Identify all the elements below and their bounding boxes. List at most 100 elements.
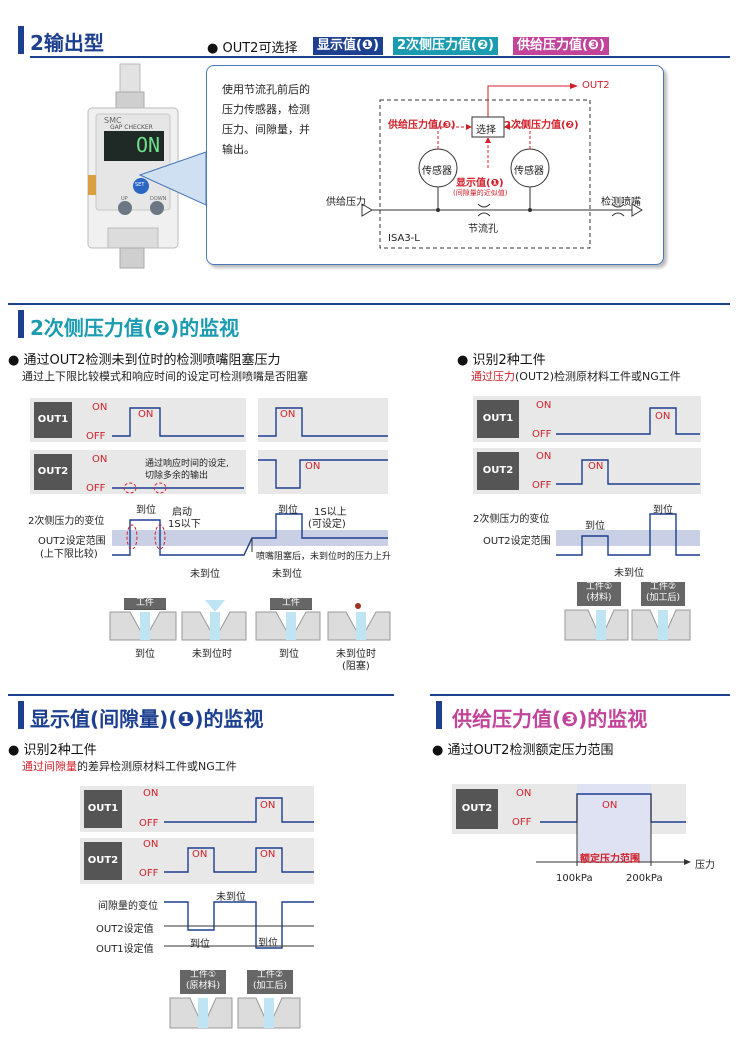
pressure-100: 100kPa <box>556 873 593 884</box>
out2-set-label: OUT2设定值 <box>96 924 154 935</box>
device-up-label: UP <box>121 196 128 202</box>
out1-label: OUT1 <box>477 400 519 438</box>
on-label: ON <box>92 454 108 465</box>
arrived-label: 到位 <box>653 505 673 516</box>
out2-label: OUT2 <box>34 454 72 490</box>
diagram-supply-pressure: 供给压力 <box>326 197 366 208</box>
section-divider <box>430 694 730 696</box>
off-label: OFF <box>512 817 532 828</box>
diagram-model: ISA3-L <box>388 233 420 244</box>
settable-label: (可设定) <box>308 519 346 530</box>
wp-caption: 未到位时 <box>336 649 376 660</box>
out1-set-label: OUT1设定值 <box>96 944 154 955</box>
sec3-sub: 通过间隙量的差异检测原材料工件或NG工件 <box>22 760 237 773</box>
off-label: OFF <box>532 480 552 491</box>
diagram-sensor-right: 传感器 <box>514 166 544 177</box>
off-label: OFF <box>532 429 552 440</box>
workpiece-1-label: 工件①(材料) <box>577 582 621 606</box>
device-display: ON <box>136 133 161 157</box>
device-set-button: SET <box>135 182 145 188</box>
out2-range-sub: (上下限比较) <box>40 549 98 560</box>
section-title-supply-monitor: 供给压力值(❸)的监视 <box>452 707 648 731</box>
out1-label: OUT1 <box>34 402 72 438</box>
start-label: 启动 <box>172 507 192 518</box>
workpiece-2-label: 工件②(加工后) <box>641 582 685 606</box>
above-1s-label: 1S以上 <box>314 507 347 518</box>
not-arrived-label: 未到位 <box>614 568 644 579</box>
not-arrived-label: 未到位 <box>190 569 220 580</box>
section-marker <box>18 26 24 54</box>
desc-line: 输出。 <box>222 143 255 156</box>
pulse-on-label: ON <box>192 849 208 860</box>
response-note-2: 切除多余的输出 <box>145 471 209 481</box>
diagram-secondary-value: 2次侧压力值(❷) <box>504 120 579 131</box>
rated-range-label: 额定压力范围 <box>580 854 640 865</box>
pulse-on-label: ON <box>280 409 296 420</box>
rated-range-band <box>577 784 651 862</box>
pulse-on-label: ON <box>260 849 276 860</box>
timing-panel <box>258 398 388 442</box>
pulse-on-label: ON <box>305 461 321 472</box>
sec4-bullet: ● 通过OUT2检测额定压力范围 <box>432 743 614 758</box>
wp-caption: 到位 <box>279 649 299 660</box>
on-label: ON <box>143 839 159 850</box>
on-label: ON <box>143 788 159 799</box>
secondary-var-label: 2次侧压力的变位 <box>28 516 105 527</box>
pulse-on-label: ON <box>138 409 154 420</box>
timing-panel <box>258 450 388 494</box>
below-1s-label: 1S以下 <box>168 519 201 530</box>
section-divider <box>8 694 394 696</box>
arrived-label: 到位 <box>190 939 210 950</box>
sec2-left-bullet: ● 通过OUT2检测未到位时的检测喷嘴阻塞压力 <box>8 353 281 368</box>
pulse-on-label: ON <box>655 411 671 422</box>
pulse-on-label: ON <box>260 800 276 811</box>
pressure-axis-label: 压力 <box>695 860 715 871</box>
off-label: OFF <box>86 483 106 494</box>
gap-var-label: 间隙量的变位 <box>98 901 158 912</box>
on-label: ON <box>92 402 108 413</box>
section-title-secondary-monitor: 2次侧压力值(❷)的监视 <box>30 316 240 340</box>
out1-label: OUT1 <box>84 790 122 828</box>
on-label: ON <box>516 788 532 799</box>
out2-range-label: OUT2设定范围 <box>38 536 106 547</box>
out2-range-label: OUT2设定范围 <box>483 536 551 547</box>
diagram-supply-value: 供给压力值(❸) <box>388 120 456 131</box>
diagram-select: 选择 <box>476 125 496 136</box>
section-marker <box>18 701 24 729</box>
device-down-label: DOWN <box>150 196 167 202</box>
section-marker <box>18 310 24 338</box>
section-divider <box>8 303 730 305</box>
wp-caption: 未到位时 <box>192 649 232 660</box>
badge-display-value: 显示值(❶) <box>313 37 383 55</box>
out2-label: OUT2 <box>456 789 498 829</box>
response-note-1: 通过响应时间的设定, <box>145 459 229 469</box>
section-title-output-type: 2输出型 <box>30 31 104 55</box>
section-title-display-monitor: 显示值(间隙量)(❶)的监视 <box>30 707 264 731</box>
workpiece-label: 工件 <box>270 598 312 609</box>
diagram-orifice: 节流孔 <box>468 224 498 235</box>
desc-line: 压力、间隙量，并 <box>222 123 310 136</box>
pulse-on-label: ON <box>602 800 618 811</box>
not-arrived-label: 未到位 <box>216 892 246 903</box>
device-brand: SMC <box>104 116 122 125</box>
secondary-var-label: 2次侧压力的变位 <box>473 514 550 525</box>
workpiece-label: 工件 <box>124 598 166 609</box>
wp-caption: 到位 <box>135 649 155 660</box>
pressure-200: 200kPa <box>626 873 663 884</box>
desc-line: 压力传感器，检测 <box>222 103 310 116</box>
arrived-label: 到位 <box>585 521 605 532</box>
callout-description: 使用节流孔前后的 压力传感器，检测 压力、间隙量，并 输出。 <box>222 80 310 160</box>
not-arrived-label: 未到位 <box>272 569 302 580</box>
out2-label: OUT2 <box>84 842 122 880</box>
diagram-out2: OUT2 <box>582 80 610 91</box>
off-label: OFF <box>139 818 159 829</box>
